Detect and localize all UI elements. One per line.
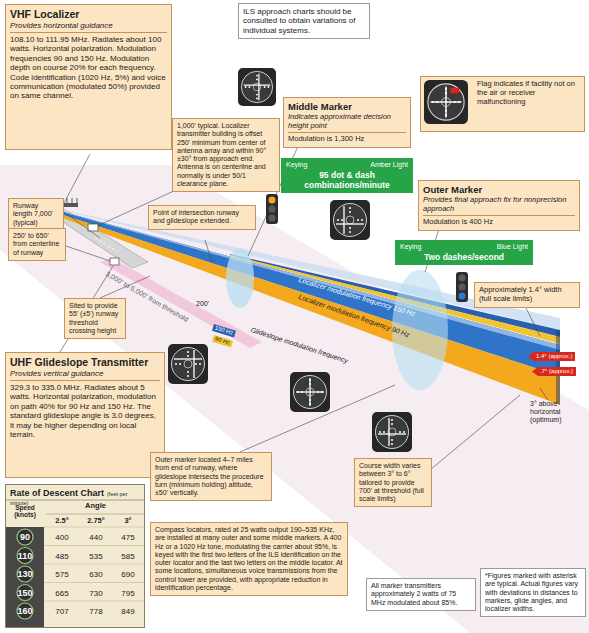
box-body: Provides horizontal guidance [10,21,167,32]
box-text: ILS approach charts should be consulted … [243,7,365,35]
callout-box: 1,000' typical. Localizer transmitter bu… [172,118,280,192]
table-cell: 849 [113,607,143,616]
note-box: All marker transmitters approximately 2 … [366,578,476,611]
box-text: Outer marker located 4–7 miles from end … [155,456,267,497]
callout-box: Approximately 1.4° width (full scale lim… [474,282,580,308]
table-cell: 400 [47,533,77,542]
table-cell: 110 [6,551,44,561]
box-text: Course width varies between 3° to 6° tai… [359,462,427,503]
box-text: 250' to 650' from centerline of runway [13,232,61,257]
box-text: 1.4° (approx.) [536,353,572,360]
callout-box: VHF LocalizerProvides horizontal guidanc… [5,4,172,150]
table-cell: 130 [6,569,44,579]
box-body: 329.3 to 335.0 MHz. Radiates about 5 wat… [10,383,160,440]
angle-tag: 1.4° (approx.) [528,352,575,361]
table-cell: 730 [81,589,111,598]
box-text: All marker transmitters approximately 2 … [371,582,471,607]
table-cell: 778 [81,607,111,616]
callout-box: Outer marker located 4–7 miles from end … [150,452,272,501]
note-box: *Figures marked with asterisk are typica… [480,568,586,617]
table-cell: 795 [113,589,143,598]
box-text: Runway length 7,000' (typical) [13,202,59,227]
table-cell: 665 [47,589,77,598]
box-text: Middle Marker [288,101,406,112]
box-text: UHF Glideslope Transmitter [10,356,160,368]
keying-box: Keying Blue LightTwo dashes/second [395,240,533,265]
table-cell: 690 [113,570,143,579]
table-cell: 535 [81,552,111,561]
box-text: VHF Localizer [10,8,167,20]
table-cell: 3° [113,517,143,526]
callout-box: Middle MarkerIndicates approximate decis… [283,97,411,148]
keying-box: Keying Amber Light95 dot & dash combinati… [281,158,413,193]
table-cell: 585 [113,552,143,561]
table-cell: Speed (knots) [6,504,44,519]
callout-box: UHF Glideslope TransmitterProvides verti… [5,352,165,478]
box-text: Keying [286,161,307,169]
callout-box: Runway length 7,000' (typical) [8,198,64,231]
box-text: Point of intersection runway and glidesl… [153,209,251,226]
callout-box: Compass locators, rated at 25 watts outp… [150,522,348,596]
callout-box: Flag indicates if facility not on the ai… [420,76,585,132]
callout-box: Point of intersection runway and glidesl… [148,205,256,230]
table-cell: 2.75° [81,517,111,526]
box-body: Provides final approach fix for nonpreci… [423,196,575,216]
box-text: Outer Marker [423,184,575,195]
table-cell: 575 [47,570,77,579]
box-body: 95 dot & dash combinations/minute [286,169,408,190]
callout-box: Outer MarkerProvides final approach fix … [418,180,580,231]
box-body: Provides vertical guidance [10,369,160,380]
table-cell: 485 [47,552,77,561]
box-text: Compass locators, rated at 25 watts outp… [155,526,343,592]
box-body: Indicates approximate decision height po… [288,113,406,133]
box-text: Keying [400,243,421,251]
note-box: ILS approach charts should be consulted … [238,3,370,39]
table-cell: 90 [6,532,44,542]
box-body: 108.10 to 111.95 MHz. Radiates about 100… [10,35,167,101]
table-cell: 630 [81,570,111,579]
box-body: Modulation is 1,300 Hz [288,135,406,144]
table-cell: 150 [6,588,44,598]
table-cell: 475 [113,533,143,542]
box-text: *Figures marked with asterisk are typica… [485,572,581,613]
box-body: Modulation is 400 Hz [423,218,575,227]
table-cell: 440 [81,533,111,542]
box-text: .7° (approx.) [540,368,573,375]
callout-box: Sited to provide 55' (±5') runway thresh… [64,298,126,339]
box-body: Two dashes/second [400,251,528,262]
box-body: Amber Light [370,161,408,169]
callout-box: Course width varies between 3° to 6° tai… [354,458,432,507]
box-body: Blue Light [497,243,528,251]
table-cell: Angle [46,502,145,511]
box-text: 1,000' typical. Localizer transmitter bu… [177,122,275,188]
box-text: Flag indicates if facility not on the ai… [477,80,580,107]
box-text: Rate of Descent Chart [10,488,104,498]
callout-box: 250' to 650' from centerline of runway [8,228,66,261]
diagram-label: 200' [196,300,209,308]
table-cell: 707 [47,607,77,616]
box-text: Sited to provide 55' (±5') runway thresh… [69,302,121,335]
table-cell: 2.5° [47,517,77,526]
angle-tag: .7° (approx.) [532,367,576,376]
table-cell: 160 [6,606,44,616]
box-text: Approximately 1.4° width (full scale lim… [479,286,575,304]
diagram-label: 3° above horizontal (optimum) [530,400,586,424]
